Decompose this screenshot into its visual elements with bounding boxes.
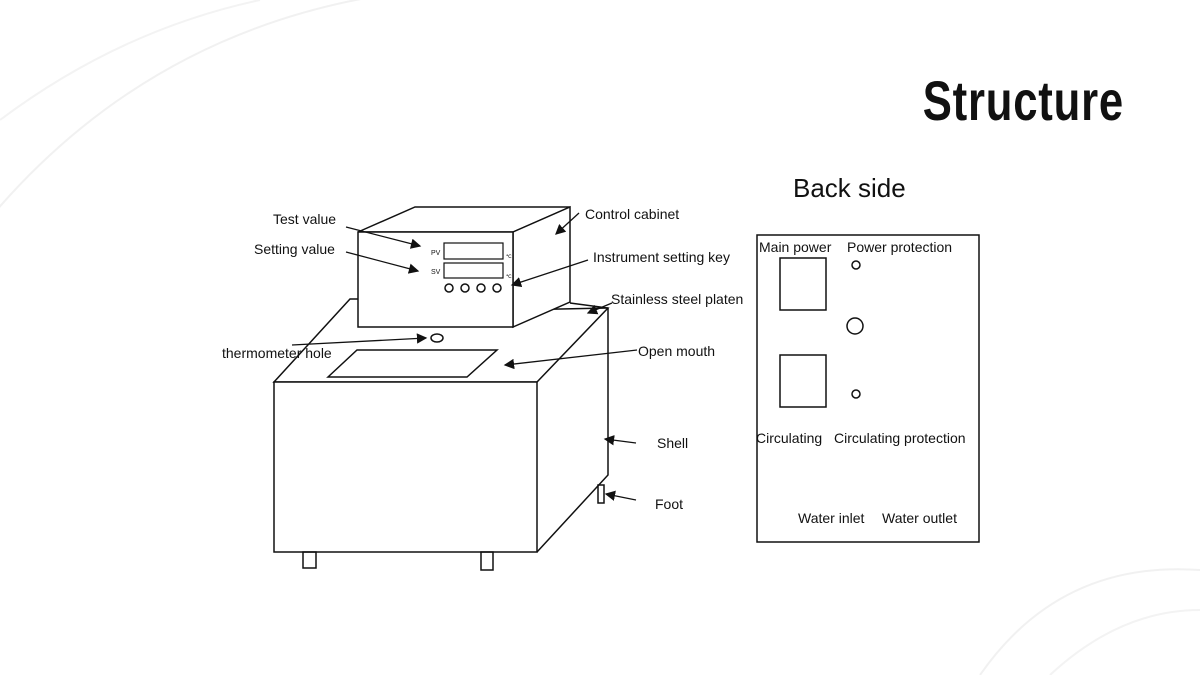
back-side-heading: Back side: [793, 173, 906, 203]
main-power-switch: [779, 257, 827, 311]
front-labels: Test value Setting value Control cabinet…: [222, 206, 743, 512]
label-thermometer-hole: thermometer hole: [222, 345, 332, 361]
label-water-outlet: Water outlet: [882, 510, 957, 526]
foot-left: [302, 551, 317, 569]
open-mouth: [326, 349, 499, 378]
shell-front: [273, 381, 538, 553]
label-main-power: Main power: [759, 239, 832, 255]
setting-key-1: [444, 283, 454, 293]
sv-display: [443, 262, 504, 279]
label-instrument-setting-key: Instrument setting key: [593, 249, 730, 265]
label-test-value: Test value: [273, 211, 336, 227]
label-control-cabinet: Control cabinet: [585, 206, 679, 222]
pv-display: [443, 242, 504, 260]
shell-side: [536, 308, 609, 553]
back-labels: Main power Power protection Circulating …: [756, 239, 966, 526]
sv-label: SV: [431, 269, 441, 276]
label-foot: Foot: [655, 496, 683, 512]
label-power-protection: Power protection: [847, 239, 952, 255]
setting-key-4: [492, 283, 502, 293]
leader-arrows: [291, 212, 638, 501]
page-title: Structure: [922, 69, 1124, 132]
circulating-switch: [779, 354, 827, 408]
foot-right: [480, 551, 494, 571]
setting-key-3: [476, 283, 486, 293]
label-circulating: Circulating: [756, 430, 822, 446]
back-panel-drawing: [756, 234, 980, 543]
water-bath-drawing: [272, 205, 610, 571]
label-circulating-protection: Circulating protection: [834, 430, 966, 446]
setting-key-2: [460, 283, 470, 293]
thermometer-hole: [430, 333, 444, 343]
pv-label: PV: [431, 250, 441, 257]
back-port: [846, 317, 864, 335]
sv-unit: ℃: [506, 274, 512, 280]
control-cabinet: [357, 231, 514, 328]
pv-unit: ℃: [506, 254, 512, 260]
label-open-mouth: Open mouth: [638, 343, 715, 359]
label-setting-value: Setting value: [254, 241, 335, 257]
foot-side: [597, 484, 605, 504]
power-protection-indicator: [851, 260, 861, 270]
circulating-protection-indicator: [851, 389, 861, 399]
label-water-inlet: Water inlet: [798, 510, 865, 526]
label-stainless-steel-platen: Stainless steel platen: [611, 291, 743, 307]
back-panel: [756, 234, 980, 543]
label-shell: Shell: [657, 435, 688, 451]
